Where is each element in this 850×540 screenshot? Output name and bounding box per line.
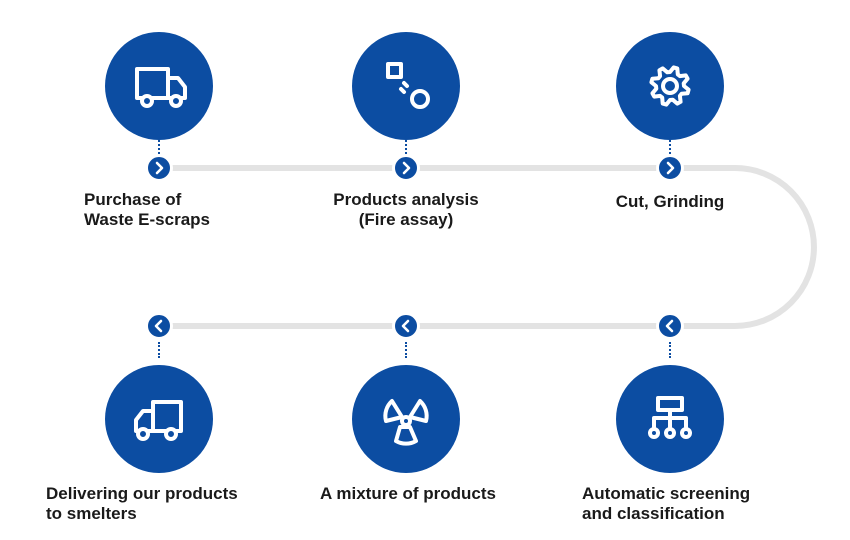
- step-1-dotted-connector: [158, 140, 160, 154]
- chevron-left-icon: [401, 319, 410, 333]
- chevron-left-icon: [154, 319, 163, 333]
- step-3-node: [656, 154, 684, 182]
- step-5-circle: [352, 365, 460, 473]
- step-4-circle: [616, 365, 724, 473]
- sample-analysis-icon: [386, 62, 430, 109]
- step-5-label: A mixture of products: [320, 484, 496, 503]
- chevron-right-icon: [666, 161, 675, 175]
- step-2-circle: [352, 32, 460, 140]
- step-1-circle: [105, 32, 213, 140]
- chevron-right-icon: [155, 161, 164, 175]
- step-3-circle: [616, 32, 724, 140]
- step-6-dotted-connector: [158, 342, 160, 358]
- step-3-label: Cut, Grinding: [615, 192, 725, 211]
- step-2-label: Products analysis (Fire assay): [333, 190, 479, 229]
- delivery-truck-icon: [134, 400, 183, 441]
- step-6-label: Delivering our products to smelters: [46, 484, 238, 523]
- step-2-dotted-connector: [405, 140, 407, 154]
- chevron-right-icon: [402, 161, 411, 175]
- step-6-node: [145, 312, 173, 340]
- step-4-label: Automatic screening and classification: [582, 484, 751, 523]
- radiation-icon: [383, 399, 429, 446]
- gear-icon: [649, 65, 691, 107]
- step-2-node: [392, 154, 420, 182]
- step-4-node: [656, 312, 684, 340]
- step-6-circle: [105, 365, 213, 473]
- hierarchy-icon: [648, 396, 692, 439]
- truck-icon: [135, 67, 187, 108]
- step-1-node: [145, 154, 173, 182]
- step-5-node: [392, 312, 420, 340]
- chevron-left-icon: [665, 319, 674, 333]
- step-1-label: Purchase of Waste E-scraps: [84, 190, 210, 229]
- step-3-dotted-connector: [669, 140, 671, 154]
- step-4-dotted-connector: [669, 342, 671, 358]
- step-5-dotted-connector: [405, 342, 407, 358]
